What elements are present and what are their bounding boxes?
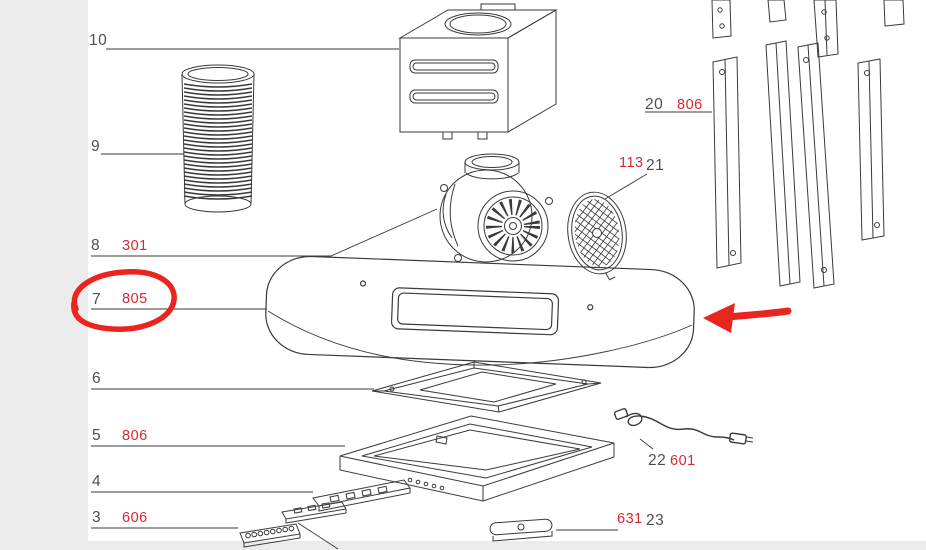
arrow-shaft: [724, 307, 792, 321]
inner-frame: [371, 361, 602, 413]
page-margin-bottom: [0, 541, 926, 550]
red-annotations: [71, 269, 792, 333]
leader-lines: [91, 48, 712, 550]
control-strip-bracket: [312, 479, 411, 512]
chassis-box: [339, 415, 615, 502]
flexible-duct: [181, 64, 255, 213]
arrow-head: [703, 303, 735, 333]
mounting-brackets: [711, 0, 905, 289]
wire-harness: [613, 408, 754, 445]
small-bracket: [489, 518, 553, 542]
highlight-circle-annotation: [71, 269, 177, 332]
round-grille: [567, 191, 627, 281]
page-margin-left: [0, 0, 88, 550]
control-pcb: [239, 501, 347, 548]
glass-panel: [265, 255, 695, 369]
chimney-duct-housing: [398, 3, 558, 140]
blower-motor: [439, 153, 553, 263]
